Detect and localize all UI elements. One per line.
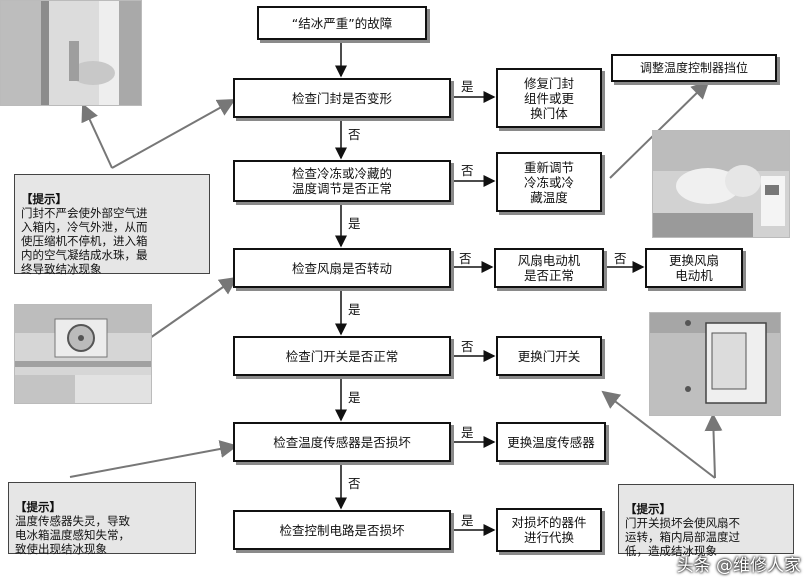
repair-door-seal-node: 修复门封 组件或更 换门体 bbox=[496, 68, 602, 128]
check-door-seal-node: 检查门封是否变形 bbox=[233, 78, 451, 118]
door-switch-photo bbox=[649, 312, 781, 416]
tip-sensor-title: 【提示】 bbox=[15, 500, 61, 514]
edge-label-yes-temp: 是 bbox=[347, 216, 362, 231]
edge-label-yes-door-seal: 是 bbox=[460, 79, 475, 94]
edge-label-yes-door-switch: 是 bbox=[347, 390, 362, 405]
check-circuit-node: 检查控制电路是否损坏 bbox=[233, 510, 451, 550]
edge-label-no-fan: 否 bbox=[458, 251, 473, 266]
edge-label-yes-fan: 是 bbox=[347, 302, 362, 317]
edge-label-no-door-switch: 否 bbox=[460, 339, 475, 354]
edge-label-yes-sensor: 是 bbox=[460, 425, 475, 440]
edge-label-no-temp: 否 bbox=[460, 163, 475, 178]
watermark: 头条 @维修人家 bbox=[676, 556, 801, 576]
door-seal-photo bbox=[0, 0, 142, 106]
tip-door-switch-text: 门开关损坏会使风扇不 运转，箱内局部温度过 低，造成结冰现象 bbox=[625, 516, 740, 558]
fan-photo bbox=[14, 304, 152, 404]
check-fan-node: 检查风扇是否转动 bbox=[233, 248, 451, 288]
fan-motor-normal-node: 风扇电动机 是否正常 bbox=[494, 248, 604, 288]
temperature-controller-photo bbox=[652, 130, 790, 238]
tip-sensor: 【提示】温度传感器失灵，导致 电冰箱温度感知失常， 致使出现结冰现象 bbox=[8, 482, 196, 556]
replace-fan-motor-node: 更换风扇 电动机 bbox=[645, 248, 743, 288]
replace-sensor-node: 更换温度传感器 bbox=[496, 422, 606, 462]
readjust-temp-node: 重新调节 冷冻或冷 藏温度 bbox=[496, 152, 602, 212]
replace-parts-node: 对损坏的器件 进行代换 bbox=[496, 508, 602, 552]
check-sensor-node: 检查温度传感器是否损坏 bbox=[233, 422, 451, 462]
tip-door-seal-text: 门封不严会使外部空气进 入箱内，冷气外泄，从而 使压缩机不停机，进入箱 内的空气… bbox=[21, 206, 148, 276]
tip-door-switch-title: 【提示】 bbox=[625, 502, 671, 516]
edge-label-no-sensor: 否 bbox=[347, 476, 362, 491]
edge-label-no-fan-motor: 否 bbox=[613, 251, 628, 266]
check-temp-adjust-node: 检查冷冻或冷藏的 温度调节是否正常 bbox=[233, 160, 451, 202]
tip-sensor-text: 温度传感器失灵，导致 电冰箱温度感知失常， 致使出现结冰现象 bbox=[15, 514, 130, 556]
replace-door-switch-node: 更换门开关 bbox=[496, 336, 602, 376]
tip-door-seal: 【提示】门封不严会使外部空气进 入箱内，冷气外泄，从而 使压缩机不停机，进入箱 … bbox=[14, 174, 210, 276]
edge-label-no-door-seal: 否 bbox=[347, 127, 362, 142]
adjust-controller-node: 调整温度控制器挡位 bbox=[611, 54, 777, 82]
tip-door-seal-title: 【提示】 bbox=[21, 192, 67, 206]
check-door-switch-node: 检查门开关是否正常 bbox=[233, 336, 451, 376]
tip-door-switch: 【提示】门开关损坏会使风扇不 运转，箱内局部温度过 低，造成结冰现象 bbox=[618, 484, 794, 558]
title-node: “结冰严重”的故障 bbox=[257, 6, 427, 40]
edge-label-yes-circuit: 是 bbox=[460, 513, 475, 528]
